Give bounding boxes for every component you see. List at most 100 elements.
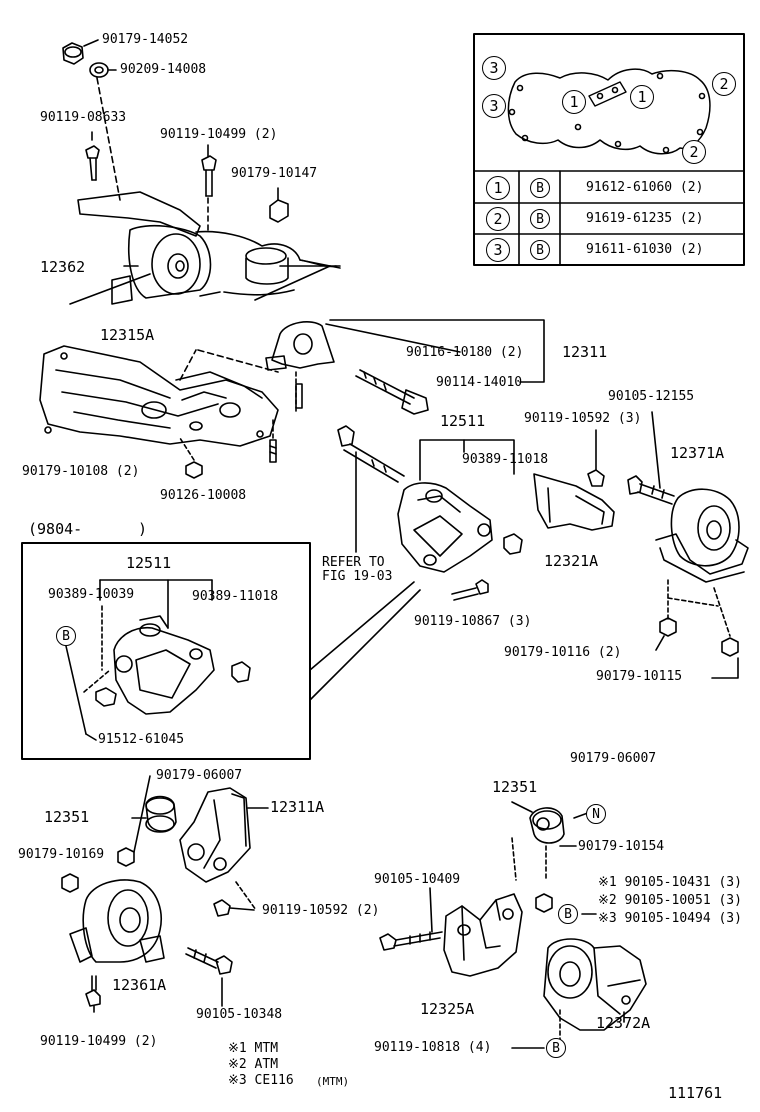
legend-row1-mark: B	[530, 178, 550, 198]
legend-row2-part: 91619-61235 (2)	[586, 211, 704, 226]
cap-90389-11018-inset	[231, 661, 251, 683]
label-12321A: 12321A	[544, 552, 599, 570]
label-12311: 12311	[562, 343, 608, 361]
bracket-line-12311	[329, 319, 545, 383]
label-90179-06007-left: 90179-06007	[156, 768, 243, 783]
label-90119-10818: 90119-10818 (4)	[374, 1040, 492, 1055]
bracket-12325A	[443, 893, 523, 977]
nut-90179-10115	[721, 637, 739, 657]
label-note-3: ※3 90105-10494 (3)	[598, 911, 742, 926]
label-90119-08633: 90119-08633	[40, 110, 127, 125]
bracket-12511-inset	[113, 615, 215, 715]
bolt-90119-10499-top	[201, 144, 217, 231]
nut-90179-10169	[61, 873, 79, 893]
bushing-12351-right	[511, 801, 565, 844]
washer-90209-14008	[89, 62, 117, 78]
label-refer-line1: REFER TO	[322, 555, 385, 570]
legend-mark-1b: 1	[630, 85, 654, 109]
bolt-refer-fig19-03	[337, 425, 405, 483]
legend-table-frame	[473, 33, 745, 266]
bracket-12321A	[533, 473, 615, 531]
bolt-90119-10592-left	[213, 899, 255, 917]
leader-91512	[65, 645, 87, 735]
nut-90179-14052	[62, 39, 99, 65]
stud-90126-10008	[269, 419, 277, 463]
label-90116-10180: 90116-10180 (2)	[406, 345, 524, 360]
label-12311A: 12311A	[270, 798, 325, 816]
mark-n: N	[586, 804, 606, 824]
label-note-1: ※1 90105-10431 (3)	[598, 875, 742, 890]
legend-row2-mark: B	[530, 209, 550, 229]
nut-90179-10154	[535, 893, 553, 913]
bolt-90114-14010	[355, 369, 429, 415]
bolt-90119-08633	[85, 131, 100, 181]
cap-90389-11018	[503, 533, 523, 555]
label-12511-inset: 12511	[126, 554, 172, 572]
label-12511-top: 12511	[440, 412, 486, 430]
mount-12372A	[543, 938, 647, 1031]
label-90209-14008: 90209-14008	[120, 62, 207, 77]
legend-row3-mark: B	[530, 240, 550, 260]
label-refer-line2: FIG 19-03	[322, 569, 393, 584]
label-90105-10409: 90105-10409	[374, 872, 461, 887]
legend-row3-part: 91611-61030 (2)	[586, 242, 704, 257]
leader-dashed-c	[179, 349, 197, 381]
footnote-1: ※1 MTM	[228, 1041, 279, 1056]
label-12362: 12362	[40, 258, 86, 276]
label-90119-10499-bottom: 90119-10499 (2)	[40, 1034, 158, 1049]
bracket-12311	[265, 321, 335, 413]
label-90179-10115: 90179-10115	[596, 669, 683, 684]
mark-b-right: B	[558, 904, 578, 924]
label-12371A: 12371A	[670, 444, 725, 462]
legend-mark-1a: 1	[562, 90, 586, 114]
legend-row1-part: 91612-61060 (2)	[586, 180, 704, 195]
label-90389-11018-top: 90389-11018	[462, 452, 549, 467]
nut-90179-06007-left	[117, 775, 151, 867]
footnote-3: ※3 CE116	[228, 1073, 294, 1088]
bolt-90119-10867	[451, 579, 489, 601]
inset-mark-b: B	[56, 626, 76, 646]
figure-id: 111761	[668, 1084, 723, 1102]
label-12315A: 12315A	[100, 326, 155, 344]
mount-12361A	[69, 879, 165, 963]
cap-90389-10039	[83, 605, 117, 707]
label-90119-10592-left: 90119-10592 (2)	[262, 903, 380, 918]
label-90179-14052: 90179-14052	[102, 32, 189, 47]
label-91512-61045: 91512-61045	[98, 732, 185, 747]
label-90119-10499-top: 90119-10499 (2)	[160, 127, 278, 142]
bracket-12511-top	[397, 482, 493, 573]
legend-row2-num: 2	[486, 207, 510, 231]
label-12372A: 12372A	[596, 1014, 651, 1032]
leader-90116	[325, 323, 461, 353]
leader-dashed-a	[96, 77, 121, 201]
label-90179-10154: 90179-10154	[578, 839, 665, 854]
mark-b-bottom: B	[546, 1038, 566, 1058]
legend-row1-num: 1	[486, 176, 510, 200]
footnote-3-suffix: (MTM)	[316, 1075, 350, 1088]
label-90389-11018-inset: 90389-11018	[192, 589, 279, 604]
inset-frame	[21, 542, 421, 760]
label-90119-10592-top: 90119-10592 (3)	[524, 411, 642, 426]
leader-dashed-b	[197, 349, 279, 373]
legend-mark-2a: 2	[712, 72, 736, 96]
label-90114-14010: 90114-14010	[436, 375, 523, 390]
legend-row3-num: 3	[486, 238, 510, 262]
bolt-90105-10348	[185, 947, 233, 1007]
nut-90179-10147	[269, 187, 289, 223]
label-inset-date: (9804-	[28, 520, 83, 538]
label-12361A: 12361A	[112, 976, 167, 994]
leader-dashed-d	[235, 881, 257, 911]
label-note-2: ※2 90105-10051 (3)	[598, 893, 742, 908]
nut-90179-10116	[659, 617, 677, 637]
bolt-90105-10409	[379, 887, 443, 951]
bolt-90119-10592-top	[587, 429, 605, 487]
label-12351-right: 12351	[492, 778, 538, 796]
legend-mark-3b: 3	[482, 94, 506, 118]
label-90105-12155: 90105-12155	[608, 389, 695, 404]
bolt-90119-10499-bottom	[85, 975, 101, 1013]
bolt-90105-12155	[627, 411, 675, 505]
bracket-12315A	[39, 345, 279, 447]
bracket-line-12511	[419, 439, 515, 481]
